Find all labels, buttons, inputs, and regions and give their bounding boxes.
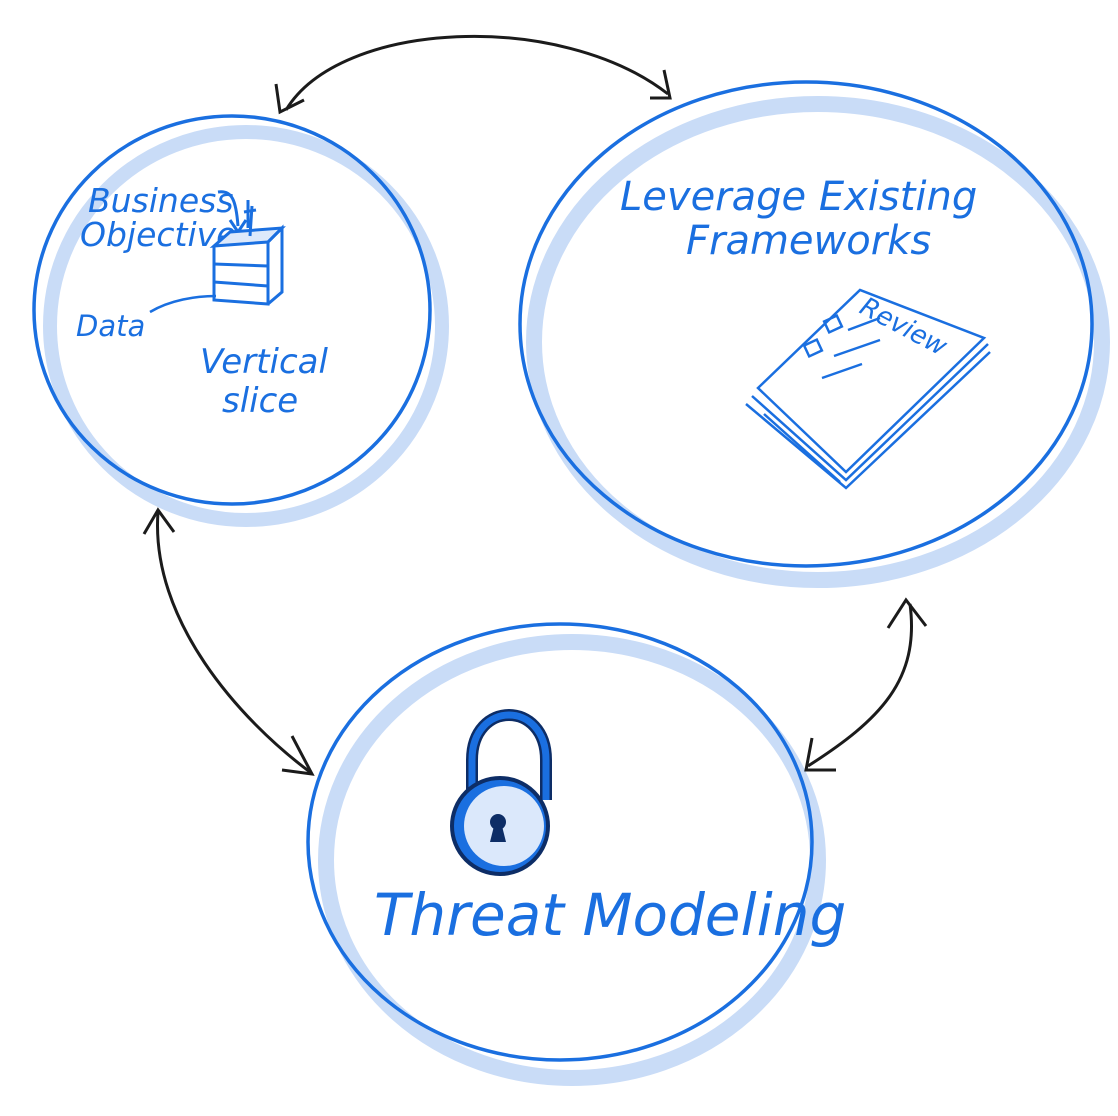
node-threat-modeling-circle <box>306 622 814 1062</box>
arrow-head-right <box>650 69 672 100</box>
document-stack-icon <box>745 288 991 490</box>
node-threat-modeling: Threat Modeling <box>306 622 846 1086</box>
database-stack-icon <box>209 200 286 306</box>
arrow-head-down-left <box>804 737 836 772</box>
arrow-head-down <box>281 735 315 776</box>
node-existing-frameworks-circle <box>518 80 1094 568</box>
vertical-slice-label-line1: Vertical <box>200 342 328 382</box>
arrow-right-to-bottom <box>807 603 913 768</box>
connector-top <box>274 34 672 115</box>
arrow-left-to-bottom <box>156 511 311 774</box>
node-threat-modeling-shadow <box>318 634 826 1086</box>
node-existing-frameworks: Leverage Existing Frameworks Review <box>518 80 1110 588</box>
arrow-left-to-right <box>284 34 669 111</box>
node-vertical-slice: Business Objective Data Vertical slice <box>32 114 449 527</box>
data-pointer-line <box>149 294 217 314</box>
vertical-slice-label-line2: slice <box>222 381 298 421</box>
threat-modeling-label: Threat Modeling <box>374 881 846 949</box>
business-pointer-line <box>217 190 240 227</box>
arrow-head-up <box>142 507 176 535</box>
arrow-head-up-right <box>886 597 928 629</box>
node-existing-frameworks-shadow <box>526 96 1110 588</box>
node-vertical-slice-shadow <box>43 125 449 527</box>
business-objective-label-line1: Business <box>88 181 234 220</box>
connector-right-bottom <box>804 597 928 772</box>
data-label: Data <box>76 309 145 343</box>
connector-left-bottom <box>142 507 315 776</box>
frameworks-title-line1: Leverage Existing <box>620 174 977 220</box>
frameworks-title-line2: Frameworks <box>686 218 931 264</box>
arrow-head-left <box>274 83 305 115</box>
node-vertical-slice-circle <box>32 114 432 506</box>
padlock-icon <box>450 709 552 876</box>
